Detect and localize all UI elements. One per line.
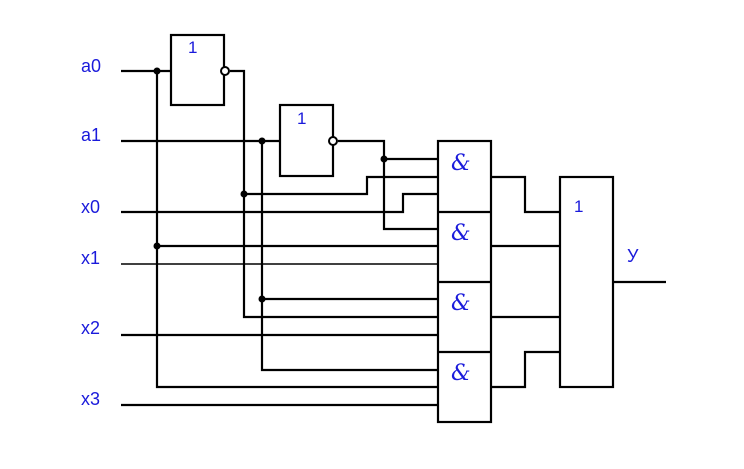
input-label-a0: a0 (81, 56, 101, 76)
wire-x0 (121, 192, 438, 214)
input-label-x3: x3 (81, 389, 100, 409)
and-gate-1-label: & (451, 151, 471, 176)
junction-not-a1-and1 (380, 155, 388, 163)
and-gate-4-label: & (451, 361, 471, 386)
and-gate-3-label: & (451, 291, 471, 316)
input-label-x2: x2 (81, 318, 100, 338)
inversion-bubble-a1 (328, 136, 338, 146)
not-gate-a1-label: 1 (297, 109, 306, 128)
and-gate-stack: & & & & (436, 139, 493, 424)
not-gate-a0: 1 (169, 33, 230, 107)
or-gate: 1 (558, 175, 615, 389)
input-label-a1: a1 (81, 125, 101, 145)
input-label-x1: x1 (81, 248, 100, 268)
or-gate-label: 1 (574, 197, 583, 216)
junction-not-a0-and1 (240, 190, 248, 198)
and-gate-2-label: & (451, 221, 471, 246)
junction-a1-and3 (258, 295, 266, 303)
wire-a1-direct (260, 141, 438, 372)
not-gate-a1: 1 (278, 103, 338, 178)
output-label-y: У (627, 246, 639, 266)
not-gate-a0-label: 1 (188, 38, 197, 57)
junction-a0 (153, 67, 161, 75)
wire-a0-direct (155, 71, 438, 389)
inversion-bubble-a0 (220, 66, 230, 76)
input-label-x0: x0 (81, 197, 100, 217)
wire-and-to-or (491, 175, 560, 389)
junction-a0-and2 (153, 242, 161, 250)
wire-not-a1 (338, 139, 438, 231)
junction-a1 (258, 137, 266, 145)
junction-dots (153, 67, 388, 303)
